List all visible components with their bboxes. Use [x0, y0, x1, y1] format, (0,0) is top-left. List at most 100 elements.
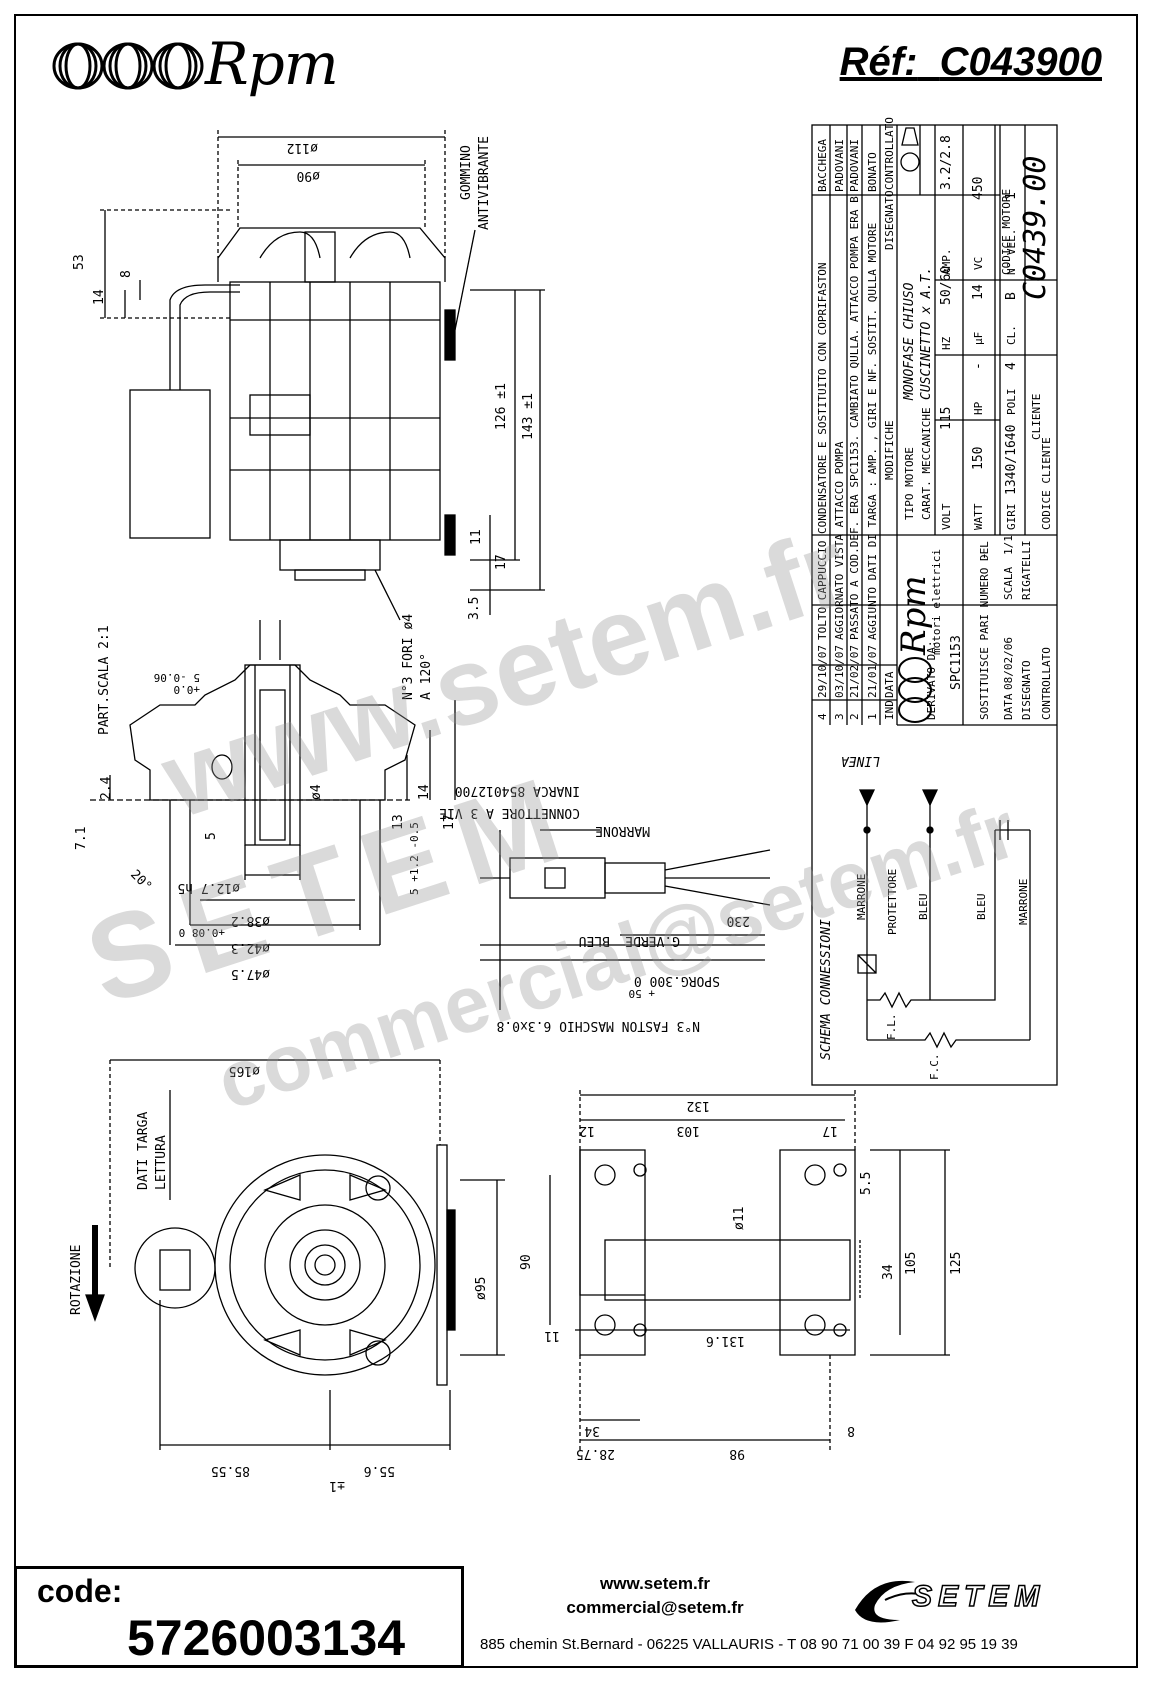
- rev-1-n: 1: [866, 713, 879, 720]
- schema-bleu-2: BLEU: [975, 894, 988, 921]
- dim-13: 13: [391, 814, 406, 830]
- tb-uf-label: µF: [972, 332, 985, 345]
- dim-d42-3: ø42.3: [231, 940, 270, 955]
- dim-125: 125: [949, 1252, 964, 1275]
- tb-uf: 14: [971, 284, 986, 300]
- tb-watt: 150: [971, 447, 986, 470]
- tb-hz: 50/60: [939, 266, 954, 305]
- dim-98: 98: [729, 1446, 745, 1461]
- schema-title: SCHEMA CONNESSIONI: [819, 919, 834, 1060]
- dim-105: 105: [904, 1252, 919, 1275]
- rev-2-by: PADOVANI: [848, 139, 861, 192]
- tb-volt: 115: [939, 407, 954, 430]
- dim-d4: ø4: [309, 784, 324, 800]
- rev-2-date: 21/02/07: [848, 645, 861, 698]
- dim-2-4: 2.4: [99, 776, 114, 800]
- dati-targa: DATI TARGA: [136, 1112, 151, 1190]
- tb-poli-label: POLI: [1005, 389, 1018, 416]
- rev-3-n: 3: [833, 713, 846, 720]
- tb-tipo-value: MONOFASE CHIUSO: [902, 282, 917, 401]
- schema-linea: LINEA: [841, 753, 880, 768]
- tb-hz-label: HZ: [940, 336, 953, 350]
- dim-11: 11: [469, 529, 484, 545]
- dim-d165: ø165: [229, 1063, 260, 1078]
- dim-17-bracket: 17: [822, 1123, 838, 1138]
- tb-codice-motore: C0439.00: [1018, 156, 1053, 301]
- rev-2-n: 2: [848, 713, 861, 720]
- tb-company-sub: motori elettrici: [930, 549, 943, 655]
- dim-103: 103: [677, 1123, 700, 1138]
- dim-8: 8: [119, 270, 134, 278]
- tb-codice-motore-label: CODICE MOTORE: [1000, 189, 1013, 275]
- rev-4-by: BACCHEGA: [816, 139, 829, 192]
- dim-7-1: 7.1: [74, 827, 89, 850]
- dim-8-bracket: 8: [847, 1423, 855, 1438]
- schema-protettore: PROTETTORE: [886, 869, 899, 935]
- tb-scala-label: SCALA: [1002, 567, 1015, 600]
- tb-vc-label: VC: [972, 257, 985, 270]
- schema-marrone-2: MARRONE: [1017, 879, 1030, 925]
- dim-tol-1: ±1: [329, 1478, 345, 1493]
- dim-90: 90: [519, 1254, 534, 1270]
- tb-derivato-label: DERIVATO DA:: [925, 641, 938, 720]
- tb-giri: 1340/1640: [1004, 425, 1019, 495]
- part-scala-label: PART.SCALA 2:1: [97, 625, 112, 735]
- tb-cl: B: [1004, 292, 1019, 300]
- setem-brand: SETEM: [911, 1579, 1046, 1614]
- dim-126: 126 ±1: [494, 383, 509, 430]
- tb-nvel-label: N° VEL.: [1005, 229, 1018, 275]
- dim-5-tol: 5 +1.2 -0.5: [408, 822, 421, 895]
- rev-header-ind: IND: [883, 700, 896, 720]
- code-value: 5726003134: [127, 1610, 406, 1666]
- dim-d38-2-tol: +0.08 0: [179, 926, 225, 939]
- side-view: [100, 130, 545, 621]
- schema-fl: F.L.: [885, 1014, 898, 1041]
- rev-3-by: PADOVANI: [833, 139, 846, 192]
- title-block: [811, 124, 1058, 1086]
- rev-4-n: 4: [816, 713, 829, 720]
- tb-sostituisce-label: SOSTITUISCE PARI NUMERO DEL: [978, 541, 991, 720]
- schema-marrone-1: MARRONE: [855, 874, 868, 920]
- conn-230: 230: [727, 913, 750, 928]
- product-code-box: code: 5726003134: [14, 1566, 464, 1668]
- tb-cliente-label: CLIENTE: [1030, 394, 1043, 440]
- rev-header-disegnato: DISEGNATO: [883, 190, 896, 250]
- tb-data-label: DATA: [1002, 693, 1015, 720]
- conn-verde: G.VERDE: [625, 933, 680, 948]
- rev-header-data: DATA: [883, 671, 896, 698]
- tb-hp-label: HP: [972, 401, 985, 415]
- ref-label: Réf:: [839, 40, 918, 84]
- tb-disegnato-label: DISEGNATO: [1020, 660, 1033, 720]
- footer-email-link[interactable]: commercial@setem.fr: [566, 1598, 744, 1617]
- wiring-schema: [857, 789, 1031, 1049]
- rotazione-label: ROTAZIONE: [69, 1245, 84, 1315]
- conn-label-2: INARCA 854012700: [455, 783, 580, 798]
- dim-d95: ø95: [474, 1277, 489, 1300]
- footer-contacts: www.setem.fr commercial@setem.fr: [540, 1572, 770, 1620]
- tb-codice-cliente-label: CODICE CLIENTE: [1040, 437, 1053, 530]
- tb-amp: 3.2/2.8: [939, 135, 954, 190]
- rev-4-date: 29/10/07: [816, 645, 829, 698]
- dim-53: 53: [72, 254, 87, 270]
- antivibrante-label: ANTIVIBRANTE: [477, 136, 492, 230]
- code-label: code:: [37, 1573, 123, 1609]
- dim-d12-7: ø12.7 h5: [177, 880, 240, 895]
- rev-1-text: AGGIUNTO DATI DI TARGA : AMP. , GIRI E N…: [866, 223, 879, 640]
- dim-85-55: 85.55: [211, 1463, 250, 1478]
- dim-131-6: 131.6: [706, 1333, 745, 1348]
- tb-controllato-label: CONTROLLATO: [1040, 647, 1053, 720]
- tb-cl-label: CL.: [1005, 325, 1018, 345]
- dim-17: 17: [494, 554, 509, 570]
- tb-volt-label: VOLT: [940, 503, 953, 530]
- tb-nvel: 1: [1004, 192, 1019, 200]
- conn-bleu: BLEU: [579, 933, 610, 948]
- mounting-bracket: [549, 1090, 950, 1450]
- dim-3-5: 3.5: [467, 597, 482, 620]
- dim-143: 143 ±1: [521, 393, 536, 440]
- dim-d11: ø11: [732, 1207, 747, 1230]
- rev-header-controllato: CONTROLLATO: [883, 117, 896, 190]
- dim-5: 5: [204, 832, 219, 840]
- footer-website-link[interactable]: www.setem.fr: [600, 1574, 710, 1593]
- dim-14-detail: 14: [417, 784, 432, 800]
- rev-header-modifiche: MODIFICHE: [883, 420, 896, 480]
